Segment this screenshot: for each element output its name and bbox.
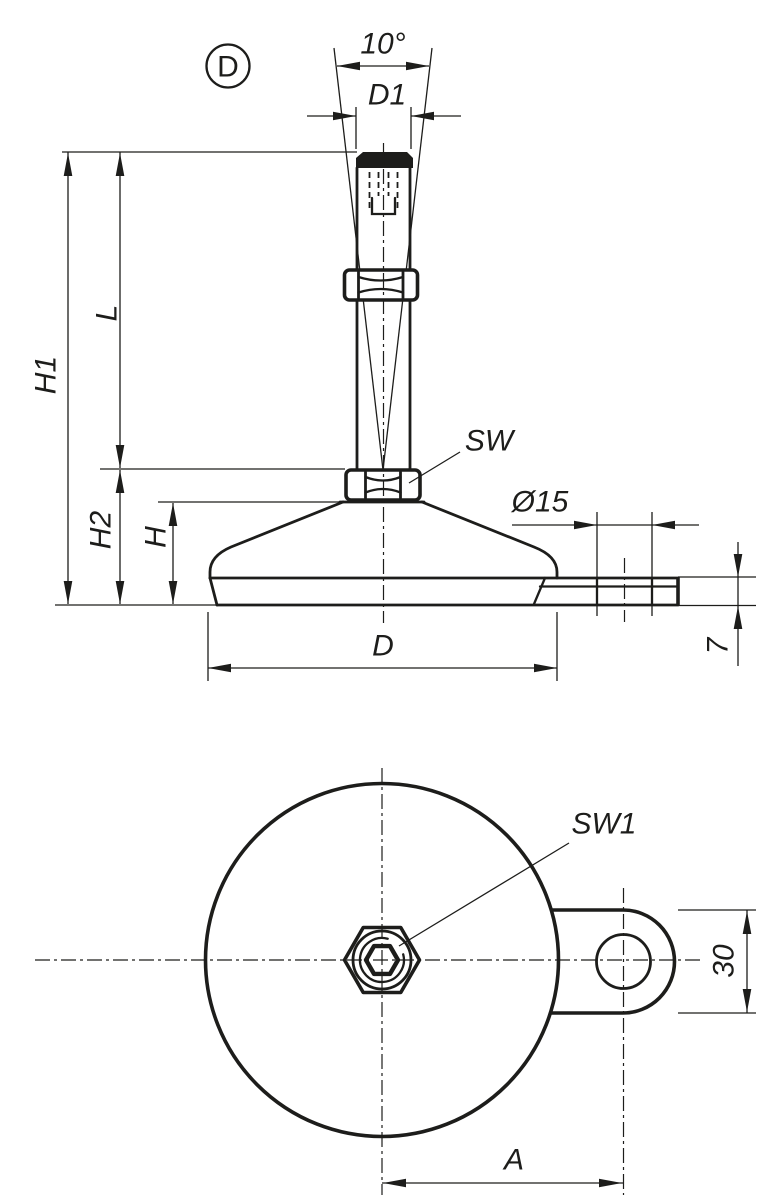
label-30: 30 <box>708 944 741 978</box>
dim-angle-arrow-right <box>406 61 429 71</box>
dim-h2-arrow-bottom <box>115 581 125 604</box>
hex-collar-outline <box>342 268 420 302</box>
dim-thickness-arrow-bottom <box>733 606 743 629</box>
dim-a-arrow-left <box>383 1178 406 1188</box>
label-sw1: SW1 <box>571 808 636 841</box>
dim-h2-arrow-top <box>115 470 125 493</box>
dim-dia15-arrow-right <box>652 520 675 530</box>
thread-dashed-lines <box>368 172 399 209</box>
label-d: D <box>372 630 394 663</box>
dim-angle-arrow-left <box>337 61 360 71</box>
pad-side-right <box>532 576 547 606</box>
tab-outline-plan <box>550 908 677 1015</box>
label-angle: 10° <box>360 28 405 61</box>
hex-collar-chamfer-arcs <box>357 275 405 294</box>
dim-h1: H1 <box>30 152 73 604</box>
label-sw: SW <box>465 425 516 458</box>
dim-30-arrow-bottom <box>742 989 752 1012</box>
bottom-view: SW1 30 A <box>35 768 756 1195</box>
label-h1: H1 <box>30 356 63 394</box>
foot-cone-left <box>208 500 345 580</box>
pad-side-left <box>208 576 219 607</box>
dim-h-arrow-bottom <box>168 581 178 604</box>
leader-sw1-line <box>398 842 570 947</box>
label-d1: D1 <box>368 79 406 112</box>
hex-collar <box>342 268 420 302</box>
dim-h-arrow-top <box>168 503 178 526</box>
spindle <box>342 152 422 502</box>
dim-thickness: 7 <box>702 542 743 666</box>
hex-socket <box>363 943 401 977</box>
dim-a: A <box>382 1144 623 1188</box>
dim-thickness-arrow-top <box>733 554 743 577</box>
side-view-centerlines <box>382 143 626 623</box>
dim-d-arrow-right <box>534 663 557 673</box>
dim-d: D <box>207 612 558 681</box>
dim-d1: D1 <box>307 79 461 149</box>
dim-angle: 10° <box>337 28 429 71</box>
leader-sw-line <box>408 451 461 484</box>
mounting-tab-side <box>538 576 680 607</box>
dim-l-arrow-top <box>115 153 125 176</box>
dim-d-arrow-left <box>208 663 231 673</box>
label-l: L <box>91 305 124 322</box>
foot-cone-right <box>420 500 559 580</box>
spindle-top-cap <box>356 152 413 168</box>
dim-h: H <box>140 503 178 604</box>
label-dia15: Ø15 <box>511 486 569 519</box>
leader-sw1: SW1 <box>398 808 637 947</box>
dim-d-extension-lines <box>207 612 558 681</box>
dim-d1-arrow-left <box>333 111 356 121</box>
label-h2: H2 <box>85 511 118 550</box>
view-marker-circle <box>205 43 251 89</box>
side-view: D <box>30 28 756 681</box>
view-marker-letter: D <box>217 51 239 84</box>
thread-arc <box>358 936 406 984</box>
extension-lines <box>55 151 756 607</box>
dim-d1-arrow-right <box>411 111 434 121</box>
dim-h2: H2 <box>85 470 125 604</box>
label-a: A <box>502 1144 524 1177</box>
label-7: 7 <box>702 636 735 654</box>
dim-l-arrow-bottom <box>115 445 125 468</box>
dim-30-extension-lines <box>678 909 756 1014</box>
view-marker: D <box>205 43 251 89</box>
dim-a-arrow-right <box>599 1178 622 1188</box>
dim-30-arrow-top <box>742 911 752 934</box>
foot-body <box>208 500 680 607</box>
dim-dia15-arrow-left <box>574 520 597 530</box>
dim-l: L <box>91 152 125 468</box>
dim-h1-arrow-top <box>63 153 73 176</box>
label-h: H <box>140 526 173 548</box>
ext-tab-right <box>678 576 756 607</box>
dim-dia15-extension-lines <box>596 512 653 616</box>
spindle-shaft-edges <box>355 166 412 472</box>
dim-d1-extension-lines <box>355 107 412 149</box>
bottom-view-centerlines <box>35 768 704 1195</box>
mounting-tab-plan <box>550 908 677 1015</box>
leader-sw: SW <box>408 425 516 484</box>
dim-tab-width: 30 <box>678 909 756 1014</box>
dim-h1-arrow-bottom <box>63 581 73 604</box>
dim-dia15: Ø15 <box>511 486 699 616</box>
